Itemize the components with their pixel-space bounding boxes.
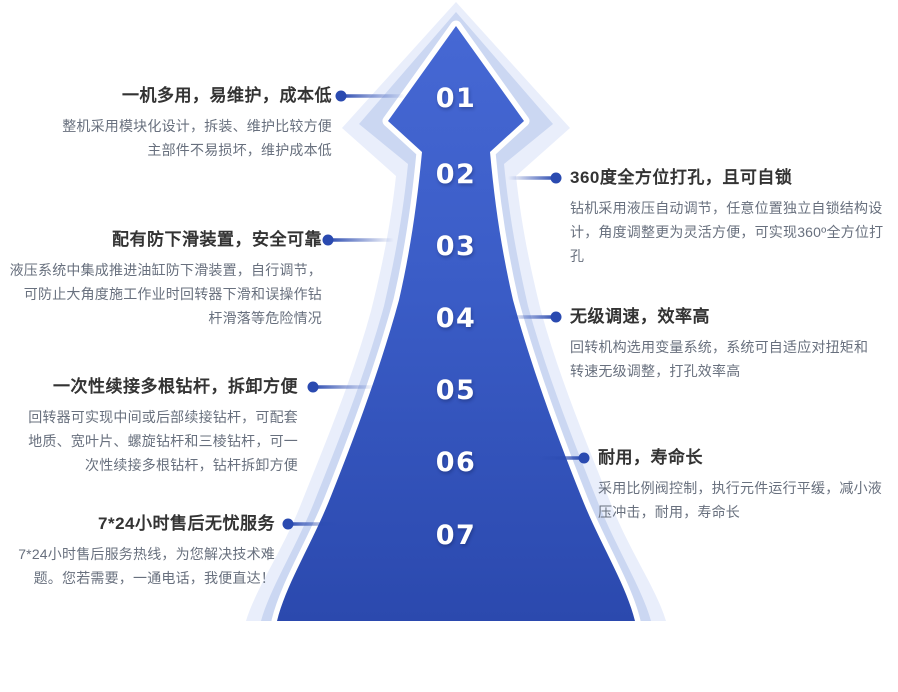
connector-dot bbox=[335, 90, 347, 102]
connector-line bbox=[328, 238, 394, 242]
connector-line bbox=[508, 176, 556, 180]
feature-title: 耐用，寿命长 bbox=[598, 448, 703, 467]
connector-dot bbox=[550, 311, 562, 323]
connector-dot bbox=[322, 234, 334, 246]
step-number-07: 07 bbox=[435, 520, 477, 551]
feature-title: 无级调速，效率高 bbox=[570, 307, 710, 326]
feature-description: 回转机构选用变量系统，系统可自适应对扭矩和 转速无级调整，打孔效率高 bbox=[570, 339, 869, 379]
arrow-main-shape bbox=[277, 26, 635, 621]
feature-title: 一次性续接多根钻杆，拆卸方便 bbox=[53, 377, 298, 396]
feature-description: 整机采用模块化设计，拆装、维护比较方便 主部件不易损坏，维护成本低 bbox=[62, 118, 332, 158]
connector-line bbox=[536, 456, 582, 460]
connector-right-1 bbox=[508, 172, 562, 184]
connector-right-3 bbox=[536, 452, 590, 464]
connector-dot bbox=[307, 381, 319, 393]
feature-item-left-1: 一机多用，易维护，成本低 整机采用模块化设计，拆装、维护比较方便 主部件不易损坏… bbox=[0, 84, 332, 162]
step-number-01: 01 bbox=[435, 83, 477, 114]
step-number-06: 06 bbox=[435, 447, 477, 478]
connector-line bbox=[288, 522, 338, 526]
connector-right-2 bbox=[508, 311, 562, 323]
step-number-03: 03 bbox=[435, 231, 477, 262]
connector-left-4 bbox=[282, 518, 338, 530]
feature-item-right-1: 360度全方位打孔，且可自锁 钻机采用液压自动调节，任意位置独立自锁结构设 计，… bbox=[570, 166, 896, 268]
step-number-05: 05 bbox=[435, 375, 477, 406]
step-number-02: 02 bbox=[435, 159, 477, 190]
feature-title: 一机多用，易维护，成本低 bbox=[122, 86, 332, 105]
feature-item-left-3: 一次性续接多根钻杆，拆卸方便 回转器可实现中间或后部续接钻杆，可配套 地质、宽叶… bbox=[0, 375, 298, 477]
connector-left-2 bbox=[322, 234, 394, 246]
feature-item-left-2: 配有防下滑装置，安全可靠 液压系统中集成推进油缸防下滑装置，自行调节， 可防止大… bbox=[0, 228, 322, 330]
step-number-04: 04 bbox=[435, 303, 477, 334]
feature-description: 7*24小时售后服务热线，为您解决技术难 题。您若需要，一通电话，我便直达！ bbox=[18, 546, 275, 586]
feature-description: 钻机采用液压自动调节，任意位置独立自锁结构设 计，角度调整更为灵活方便，可实现3… bbox=[570, 200, 884, 264]
feature-description: 液压系统中集成推进油缸防下滑装置，自行调节， 可防止大角度施工作业时回转器下滑和… bbox=[9, 262, 322, 326]
connector-dot bbox=[550, 172, 562, 184]
connector-dot bbox=[578, 452, 590, 464]
connector-dot bbox=[282, 518, 294, 530]
feature-title: 配有防下滑装置，安全可靠 bbox=[112, 230, 322, 249]
feature-description: 回转器可实现中间或后部续接钻杆，可配套 地质、宽叶片、螺旋钻杆和三棱钻杆，可一 … bbox=[28, 409, 298, 473]
feature-item-right-3: 耐用，寿命长 采用比例阀控制，执行元件运行平缓，减小液 压冲击，耐用，寿命长 bbox=[598, 446, 898, 524]
feature-item-right-2: 无级调速，效率高 回转机构选用变量系统，系统可自适应对扭矩和 转速无级调整，打孔… bbox=[570, 305, 892, 383]
connector-line bbox=[313, 385, 375, 389]
feature-title: 360度全方位打孔，且可自锁 bbox=[570, 168, 793, 187]
feature-title: 7*24小时售后无忧服务 bbox=[98, 514, 275, 533]
connector-line bbox=[341, 94, 405, 98]
feature-item-left-4: 7*24小时售后无忧服务 7*24小时售后服务热线，为您解决技术难 题。您若需要… bbox=[0, 512, 275, 590]
connector-left-1 bbox=[335, 90, 405, 102]
feature-description: 采用比例阀控制，执行元件运行平缓，减小液 压冲击，耐用，寿命长 bbox=[598, 480, 882, 520]
connector-left-3 bbox=[307, 381, 375, 393]
connector-line bbox=[508, 315, 556, 319]
